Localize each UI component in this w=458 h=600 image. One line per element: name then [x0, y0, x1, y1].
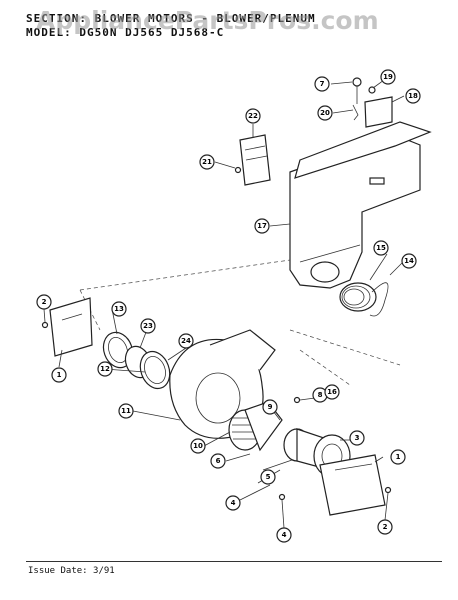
callout-6: 6: [210, 453, 226, 469]
callout-15: 15: [373, 240, 389, 256]
rings-23-12: [124, 345, 171, 390]
svg-text:21: 21: [202, 158, 212, 166]
svg-text:23: 23: [143, 322, 153, 330]
clip-part: [364, 96, 393, 128]
svg-text:19: 19: [383, 73, 393, 81]
svg-text:14: 14: [404, 257, 414, 265]
callout-2-right: 2: [377, 519, 393, 535]
svg-text:4: 4: [231, 499, 236, 507]
callout-5: 5: [260, 469, 276, 485]
callout-3: 3: [349, 430, 365, 446]
svg-text:2: 2: [383, 523, 388, 531]
svg-text:3: 3: [355, 434, 360, 442]
svg-text:13: 13: [114, 305, 124, 313]
callout-20: 20: [317, 105, 333, 121]
svg-text:4: 4: [282, 531, 287, 539]
svg-text:15: 15: [376, 244, 386, 252]
svg-text:17: 17: [257, 222, 267, 230]
callout-13: 13: [111, 301, 127, 317]
callout-23: 23: [140, 318, 156, 334]
svg-text:9: 9: [268, 403, 273, 411]
svg-text:24: 24: [181, 337, 191, 345]
callout-7: 7: [314, 76, 330, 92]
model-line: MODEL: DG50N DJ565 DJ568-C: [26, 26, 225, 39]
screws: [41, 166, 392, 501]
callout-9: 9: [262, 399, 278, 415]
mount-bracket-left: [49, 297, 93, 357]
svg-text:11: 11: [121, 407, 131, 415]
svg-text:2: 2: [42, 298, 47, 306]
issue-date: Issue Date: 3/91: [28, 566, 115, 576]
callout-17: 17: [254, 218, 270, 234]
parts-diagram: 7 19 18 20 22 21 17 15 14 2 13 23 24 1 1…: [36, 69, 432, 543]
callout-22: 22: [245, 108, 261, 124]
svg-text:12: 12: [100, 365, 110, 373]
svg-text:16: 16: [327, 388, 337, 396]
mount-bracket-right: [319, 454, 386, 516]
screw-part: [352, 77, 376, 121]
callout-2-left: 2: [36, 294, 52, 310]
svg-text:18: 18: [408, 92, 418, 100]
flex-duct: [339, 282, 389, 317]
section-title: SECTION: BLOWER MOTORS - BLOWER/PLENUM: [26, 12, 316, 25]
plenum-housing: [289, 121, 432, 289]
blower-housing: [169, 329, 276, 439]
svg-text:22: 22: [248, 112, 258, 120]
footer-divider: [26, 561, 442, 562]
callout-10: 10: [190, 438, 206, 454]
callout-4-mid: 4: [225, 495, 241, 511]
svg-text:6: 6: [216, 457, 221, 465]
bracket-part: [239, 134, 271, 186]
callout-4-bottom: 4: [276, 527, 292, 543]
callout-1-left: 1: [51, 367, 67, 383]
callout-24: 24: [178, 333, 194, 349]
callout-19: 19: [380, 69, 396, 85]
svg-text:20: 20: [320, 109, 330, 117]
callout-16: 16: [324, 384, 340, 400]
callout-1-right: 1: [390, 449, 406, 465]
callout-14: 14: [401, 253, 417, 269]
svg-text:10: 10: [193, 442, 203, 450]
svg-text:8: 8: [318, 391, 323, 399]
callout-11: 11: [118, 403, 134, 419]
callout-21: 21: [199, 154, 215, 170]
callout-12: 12: [97, 361, 113, 377]
svg-text:1: 1: [57, 371, 62, 379]
callout-18: 18: [405, 88, 421, 104]
svg-text:1: 1: [396, 453, 401, 461]
svg-text:5: 5: [266, 473, 271, 481]
watermark: AppliancePartsPros.com: [36, 6, 379, 35]
svg-text:7: 7: [320, 80, 325, 88]
